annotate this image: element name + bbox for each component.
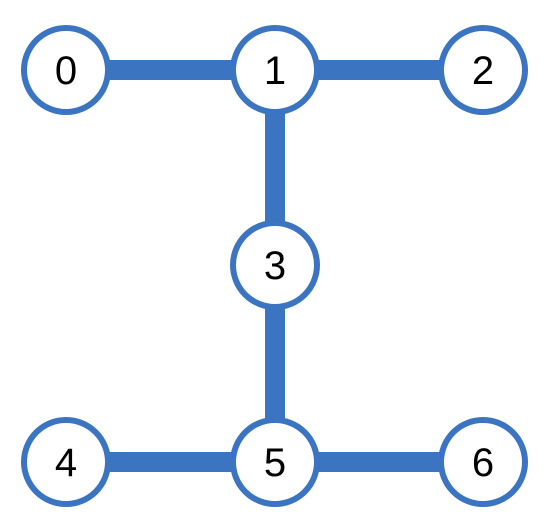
node-label-3: 3 — [264, 244, 286, 288]
node-6: 6 — [438, 417, 528, 507]
node-circle-6 — [438, 417, 528, 507]
node-label-1: 1 — [264, 49, 286, 93]
node-label-4: 4 — [55, 441, 77, 485]
node-circle-5 — [230, 417, 320, 507]
node-1: 1 — [230, 25, 320, 115]
node-0: 0 — [21, 25, 111, 115]
node-label-0: 0 — [55, 49, 77, 93]
node-label-6: 6 — [472, 441, 494, 485]
node-5: 5 — [230, 417, 320, 507]
node-2: 2 — [438, 25, 528, 115]
node-circle-2 — [438, 25, 528, 115]
nodes-layer: 0 1 2 3 4 5 6 — [21, 25, 528, 507]
node-circle-0 — [21, 25, 111, 115]
node-4: 4 — [21, 417, 111, 507]
node-3: 3 — [230, 220, 320, 310]
node-label-2: 2 — [472, 49, 494, 93]
node-circle-3 — [230, 220, 320, 310]
node-circle-1 — [230, 25, 320, 115]
node-label-5: 5 — [264, 441, 286, 485]
node-circle-4 — [21, 417, 111, 507]
